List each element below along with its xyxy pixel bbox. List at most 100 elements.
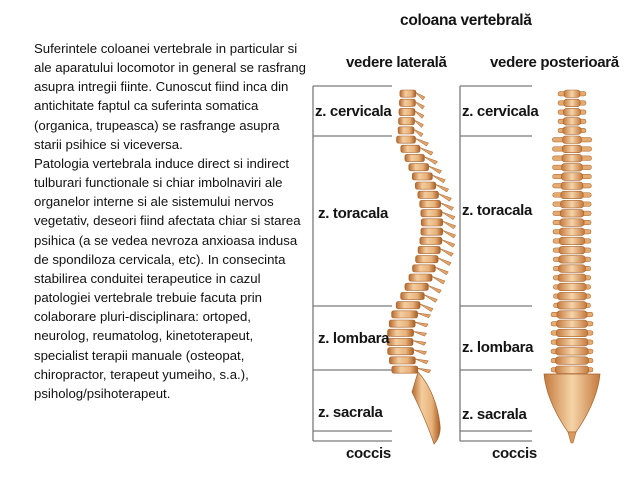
vertebra [556,310,588,319]
spinous-process [439,202,454,211]
vertebra-body [417,190,439,199]
vertebra-body [398,117,415,126]
spinous-process [434,266,449,276]
spinous-process [418,303,434,312]
spinous-process [414,137,429,147]
figure-title: coloana vertebrală [400,12,532,29]
vertebra-body [391,365,419,374]
spinous-process [413,110,425,119]
spinous-process [431,174,446,184]
spinous-process [441,229,457,239]
posterior-spine-illustration [543,89,601,444]
region-label-sacral-posterior: z. sacrala [462,406,527,423]
vertebra [558,255,586,264]
spinous-process [423,294,438,303]
vertebra-body [386,338,414,346]
vertebra [559,209,585,218]
spinous-process [416,312,432,319]
vertebra [562,126,582,135]
vertebra-body [391,310,418,319]
vertebra-body [412,264,436,273]
vertebra [559,218,585,227]
vertebra-body [417,246,441,254]
sacrum [411,371,441,445]
spine-figure: coloana vertebrală vedere laterală veder… [300,0,638,479]
vertebra [558,246,586,255]
vertebra-body [420,227,443,236]
vertebra [559,227,585,236]
spinous-process [412,349,428,355]
vertebra-body [400,144,421,153]
vertebra-body [387,347,414,356]
region-label-cervical-posterior: z. cervicala [462,103,539,120]
spinous-process [437,192,452,202]
spinous-process [437,257,452,266]
vertebra-body [419,200,441,208]
vertebra-body [415,255,439,264]
sacrum [543,373,601,433]
spinous-process [418,146,434,156]
region-label-thoracic-lateral: z. toracala [318,205,389,222]
vertebra-body [408,163,429,172]
vertebra [559,236,585,245]
spinous-process [439,248,454,257]
spinous-process [416,367,432,374]
spinous-process [411,340,427,346]
vertebra [562,135,582,144]
vertebra [563,98,581,107]
spinous-process [430,275,446,285]
vertebra [557,292,587,301]
spinous-process [414,91,426,101]
vertebra-body [399,98,416,107]
spinous-process [412,330,427,337]
vertebra [563,89,581,98]
vertebra-body [420,209,443,218]
vertebra-body [396,135,416,144]
body-text: Suferintele coloanei vertebrale in parti… [34,41,306,401]
spinous-process [441,220,457,230]
region-label-thoracic-posterior: z. toracala [462,202,533,219]
vertebra [561,163,583,172]
lateral-spine-illustration [386,89,457,445]
vertebra-body [398,108,416,116]
vertebra [554,365,590,374]
vertebra [557,273,587,282]
spinous-process [440,211,456,220]
region-brackets [312,85,601,445]
vertebra [560,181,584,190]
vertebra [555,347,589,356]
vertebra-body [415,181,437,190]
vertebra-body [389,356,416,365]
vertebra [562,117,582,126]
spinous-process [427,165,442,174]
spinous-process [412,128,424,138]
region-label-sacral-lateral: z. sacrala [318,404,383,421]
vertebra [558,264,586,273]
vertebra [561,154,583,163]
vertebra-body [387,328,414,337]
spinous-process [423,156,438,165]
vertebra [560,190,584,199]
region-label-coccyx-lateral: coccis [346,445,391,462]
region-label-lumbar-posterior: z. lombara [462,339,534,356]
vertebra [557,282,587,292]
spinous-process [413,119,424,128]
region-label-cervical-lateral: z. cervicala [315,103,392,120]
vertebra [555,338,589,347]
view-label-posterior: vedere posterioară [490,54,619,71]
vertebra-body [411,172,433,181]
vertebra [556,328,588,338]
spinous-process [440,238,456,248]
vertebra-body [419,236,443,245]
vertebra [555,356,589,365]
region-label-lumbar-lateral: z. lombara [318,330,390,347]
vertebra [563,108,581,117]
region-label-coccyx-posterior: coccis [492,445,537,462]
vertebra-body [400,292,425,300]
spinous-process [427,284,442,294]
vertebra-body [420,218,444,227]
vertebra-body [388,319,416,328]
spinous-process [414,321,429,328]
spinous-process [434,183,450,193]
